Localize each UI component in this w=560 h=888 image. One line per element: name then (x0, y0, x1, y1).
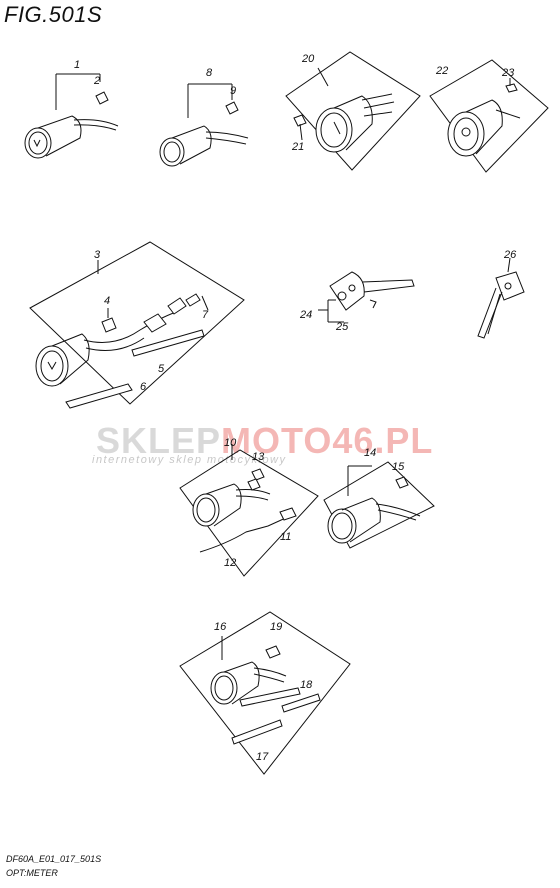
callout-3: 3 (94, 249, 101, 261)
part-group-16 (179, 611, 351, 775)
part-group-22 (429, 59, 549, 173)
callout-22: 22 (435, 65, 448, 77)
watermark-logo: SKLEPMOTO46.PL (96, 420, 434, 461)
callout-13: 13 (252, 451, 265, 463)
callout-9: 9 (230, 85, 236, 97)
part-group-8 (159, 83, 249, 167)
part-group-3 (29, 241, 245, 409)
part-group-14 (323, 461, 435, 549)
callout-6: 6 (140, 381, 147, 393)
callout-12: 12 (224, 557, 236, 569)
callout-20: 20 (301, 53, 315, 65)
callout-10: 10 (224, 437, 237, 449)
drawing-caption: OPT:METER (6, 868, 58, 878)
figure-title: FIG.501S (4, 2, 103, 27)
part-group-24 (318, 271, 415, 323)
callout-19: 19 (270, 621, 282, 633)
callout-2: 2 (93, 75, 100, 87)
callout-5: 5 (158, 363, 165, 375)
callout-16: 16 (214, 621, 227, 633)
callout-8: 8 (206, 67, 213, 79)
callout-14: 14 (364, 447, 376, 459)
part-group-1 (24, 73, 119, 159)
callout-18: 18 (300, 679, 313, 691)
callout-7: 7 (202, 309, 209, 321)
watermark-tagline: internetowy sklep motocyklowy (92, 454, 287, 466)
callout-17: 17 (256, 751, 269, 763)
callout-25: 25 (335, 321, 349, 333)
callout-4: 4 (104, 295, 110, 307)
callout-1: 1 (74, 59, 80, 71)
callout-26: 26 (503, 249, 517, 261)
callout-23: 23 (501, 67, 515, 79)
callout-24: 24 (299, 309, 312, 321)
part-group-10 (179, 444, 319, 577)
callout-11: 11 (280, 531, 291, 543)
part-group-26 (477, 257, 525, 339)
part-group-20 (285, 51, 421, 171)
callout-15: 15 (392, 461, 405, 473)
drawing-code: DF60A_E01_017_501S (6, 854, 102, 864)
callout-21: 21 (291, 141, 304, 153)
